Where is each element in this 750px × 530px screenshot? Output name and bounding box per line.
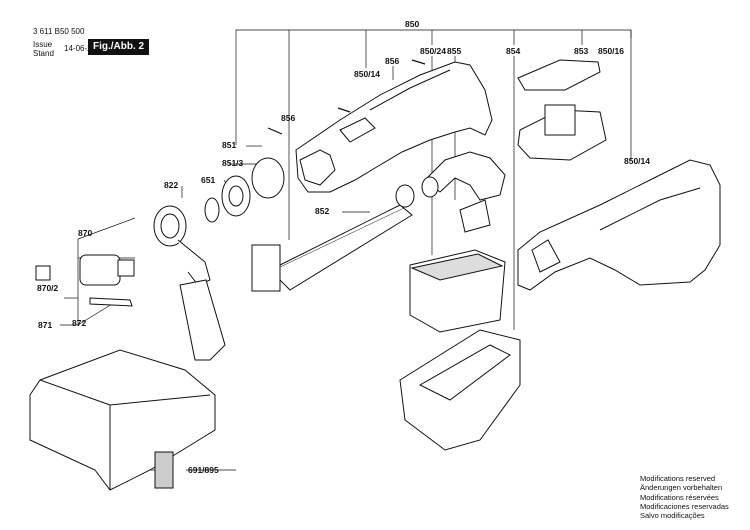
label-822: 822	[164, 180, 179, 190]
label-855: 855	[447, 46, 462, 56]
auxiliary-handle-822	[153, 205, 226, 361]
note-line: Modifications réservées	[640, 492, 719, 502]
rings-651	[204, 157, 285, 223]
note-line: Modifications reserved	[640, 474, 716, 483]
telescopic-tube-852	[251, 184, 415, 292]
modification-notes: Modifications reserved Änderungen vorbeh…	[640, 474, 729, 520]
label-852: 852	[315, 206, 330, 216]
clip-853	[517, 59, 607, 161]
label-856-side: 856	[281, 113, 296, 123]
label-854: 854	[506, 46, 521, 56]
figure-label: Fig./Abb. 2	[88, 39, 150, 55]
label-850: 850	[405, 19, 420, 29]
label-850-14-right: 850/14	[624, 156, 650, 166]
label-651: 651	[201, 175, 216, 185]
label-850-24: 850/24	[420, 46, 446, 56]
label-870-2: 870/2	[37, 283, 59, 293]
stand-label: Stand	[33, 49, 54, 58]
label-870: 870	[78, 228, 93, 238]
label-850-14-left: 850/14	[354, 69, 380, 79]
dust-extraction-housing-right	[517, 159, 721, 291]
label-851-3: 851/3	[222, 158, 244, 168]
label-850-16: 850/16	[598, 46, 624, 56]
bracket-850	[235, 29, 632, 38]
note-line: Änderungen vorbehalten	[640, 483, 723, 493]
issue-date: 14-06-23	[64, 44, 97, 53]
filter-854	[409, 249, 506, 333]
label-851: 851	[222, 140, 237, 150]
label-853: 853	[574, 46, 589, 56]
label-871: 871	[38, 320, 53, 330]
document-number: 3 611 B50 500	[33, 27, 85, 36]
suction-elbow-855	[421, 151, 506, 233]
label-691-895: 691/895	[188, 465, 219, 475]
label-872: 872	[72, 318, 87, 328]
dust-box	[399, 329, 521, 451]
screws-top	[267, 59, 426, 135]
dust-extraction-housing-left	[295, 61, 493, 193]
note-line: Salvo modificações	[640, 511, 705, 521]
drill-chuck-870	[35, 254, 135, 307]
label-856-top: 856	[385, 56, 400, 66]
issue-label: Issue	[33, 40, 53, 49]
issue-stand-label: Issue Stand	[33, 40, 54, 58]
note-line: Modificaciones reservadas	[640, 501, 729, 511]
carrying-case	[29, 349, 216, 491]
